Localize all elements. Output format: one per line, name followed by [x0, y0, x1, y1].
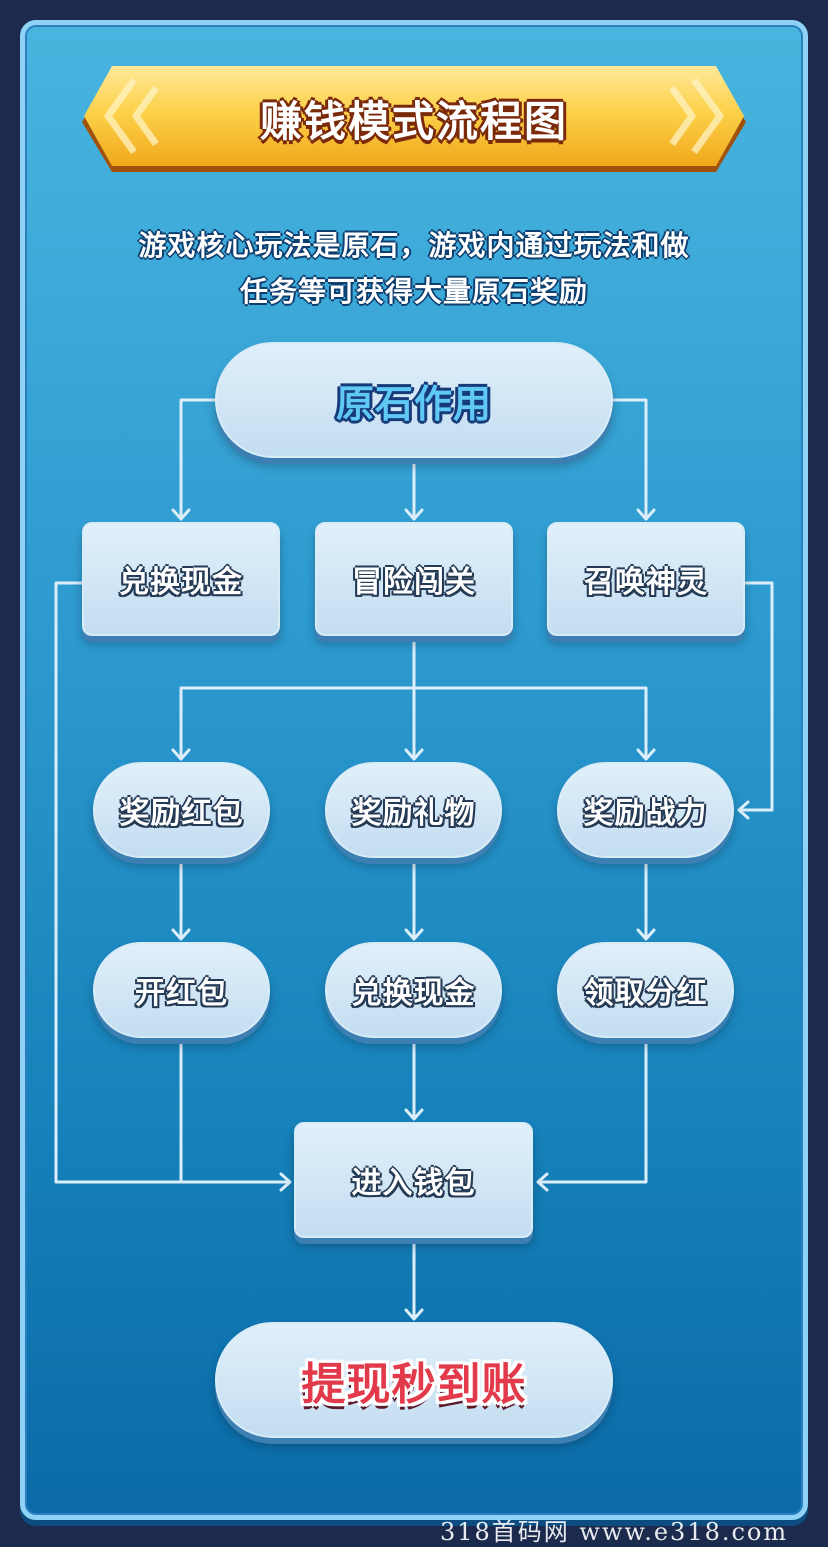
arrowhead-icon [404, 508, 424, 521]
node-reward-gift: 奖励礼物 [325, 762, 502, 858]
node-label: 开红包 [135, 976, 228, 1011]
node-label: 冒险闯关 [352, 565, 476, 600]
arrowhead-icon [171, 748, 191, 761]
connector-exchange-wallet [54, 581, 291, 1184]
connector-level1-rewards [179, 638, 648, 760]
node-label: 奖励战力 [583, 796, 708, 831]
node-open-red-packet: 开红包 [93, 942, 270, 1038]
node-exchange-cash-2: 兑换现金 [325, 942, 502, 1038]
node-reward-red-packet: 奖励红包 [93, 762, 270, 858]
arrowhead-icon [279, 1172, 292, 1192]
node-label: 兑换现金 [351, 976, 476, 1011]
connector-root-right [611, 398, 648, 520]
node-label: 奖励红包 [119, 796, 244, 831]
node-label: 领取分红 [583, 976, 708, 1011]
node-adventure: 冒险闯关 [315, 522, 513, 636]
node-label: 召唤神灵 [584, 565, 708, 600]
banner-shape [82, 66, 746, 172]
arrowhead-icon [636, 928, 656, 941]
watermark: 318首码网 www.e318.com [440, 1518, 789, 1546]
node-dividend: 领取分红 [557, 942, 734, 1038]
connector-summon-power [738, 581, 774, 812]
arrowhead-icon [171, 928, 191, 941]
intro-line-2: 任务等可获得大量原石奖励 [239, 275, 588, 308]
connector-root-left [179, 398, 217, 520]
arrowhead-icon [636, 508, 656, 521]
arrowhead-icon [536, 1172, 549, 1192]
node-reward-power: 奖励战力 [557, 762, 734, 858]
title-banner: 赚钱模式流程图 [82, 66, 746, 182]
node-label: 奖励礼物 [351, 796, 476, 831]
root-node-label: 原石作用 [335, 381, 492, 426]
arrowhead-icon [404, 1308, 424, 1321]
final-node-label: 提现秒到账 [301, 1359, 527, 1410]
node-exchange-cash: 兑换现金 [82, 522, 280, 636]
arrowhead-icon [737, 800, 750, 820]
arrowhead-icon [404, 928, 424, 941]
arrowhead-icon [171, 508, 191, 521]
root-node: 原石作用 [215, 342, 613, 458]
final-node: 提现秒到账 [215, 1322, 613, 1438]
arrowhead-icon [404, 1108, 424, 1121]
node-wallet: 进入钱包 [294, 1122, 533, 1238]
node-summon: 召唤神灵 [547, 522, 745, 636]
connector-dividend-wallet [538, 1040, 648, 1184]
page-title: 赚钱模式流程图 [259, 96, 568, 147]
arrowhead-icon [636, 748, 656, 761]
node-label: 进入钱包 [351, 1166, 476, 1201]
node-label: 兑换现金 [119, 565, 243, 600]
intro-line-1: 游戏核心玩法是原石，游戏内通过玩法和做 [138, 229, 690, 262]
arrowhead-icon [404, 748, 424, 761]
